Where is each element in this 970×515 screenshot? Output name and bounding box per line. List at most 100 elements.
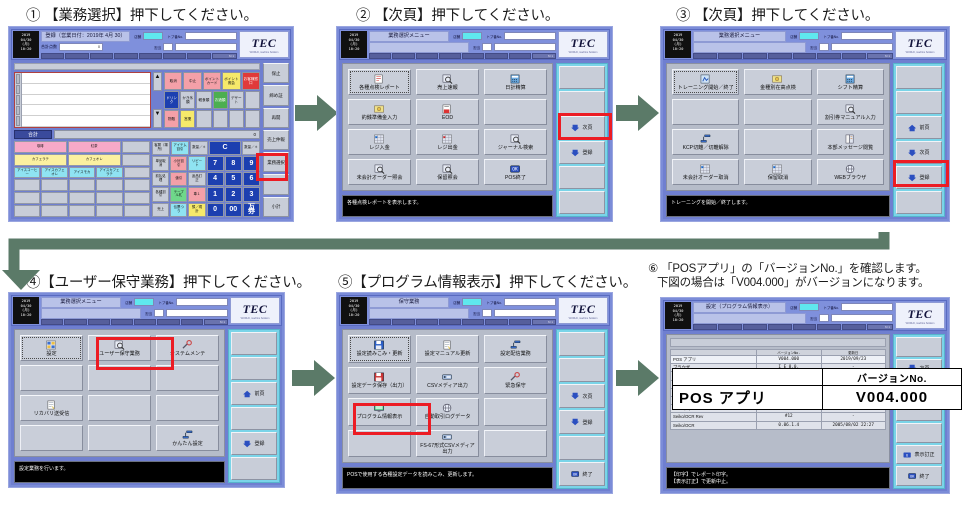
menu-key-10[interactable]: FS-67形式CSVメディア出力 — [416, 429, 479, 457]
keypad-key-数量／＊[interactable]: 数量／＊ — [190, 141, 208, 156]
register-menu-key[interactable]: カフェオレ — [67, 153, 121, 166]
side-key-登録[interactable]: 登録 — [559, 410, 605, 434]
tabstrip-1[interactable]: M 1 — [41, 53, 237, 59]
list-arrow-column[interactable]: ▲ ▼ — [153, 72, 162, 129]
menu-key-0[interactable]: 各種点検レポート — [348, 69, 411, 95]
category-key-7[interactable]: 営業 — [180, 110, 196, 128]
keypad-key-0[interactable]: 0 — [206, 202, 224, 218]
menu-key-6[interactable]: KCP切離／切離解除 — [672, 129, 740, 155]
register-fkey-2[interactable]: ポイントカード — [202, 72, 222, 90]
menu-key-8[interactable]: 本部メッセージ閲覧 — [816, 129, 884, 155]
side-key-登録[interactable]: 登録 — [896, 166, 942, 189]
keypad-key-4[interactable]: 4 — [206, 171, 224, 187]
menu-key-8[interactable]: ジャーナル検索 — [484, 129, 547, 155]
keypad-key-9[interactable]: 9 — [242, 156, 261, 171]
side-key-次頁[interactable]: 次頁 — [559, 384, 605, 408]
side-key-次頁[interactable]: 次頁 — [896, 141, 942, 164]
register-item-list[interactable] — [14, 72, 151, 128]
keypad-key-前払処理[interactable]: 前払処理 — [152, 171, 170, 187]
keypad-key-数量／＊[interactable]: 数量／＊ — [242, 141, 260, 156]
menu-grid-5[interactable]: 設定読みこみ・更新設定マニュアル更新設定配信業務設定データ保存（出力）CSVメデ… — [342, 329, 553, 463]
list-scrollbar[interactable] — [15, 73, 22, 127]
register-side-key-2[interactable]: 再開 — [263, 107, 289, 128]
tabstrip-3[interactable]: M 1 — [693, 53, 893, 59]
keypad-key-00[interactable]: 00 — [224, 202, 242, 218]
keypad-key-客層（場 所）[interactable]: 客層（場所） — [152, 141, 170, 156]
register-side-key-3[interactable]: 売上仲報 — [263, 129, 289, 151]
tabstrip-2[interactable]: M 1 — [369, 53, 556, 59]
menu-key-11[interactable]: かんたん設定 — [156, 425, 219, 451]
tabstrip-4[interactable]: M 1 — [41, 319, 228, 325]
scroll-up-icon[interactable]: ▲ — [153, 72, 162, 91]
menu-key-6[interactable]: プログラム情報表示 — [348, 398, 411, 426]
category-key-1[interactable]: かき氷類 — [180, 91, 196, 109]
menu-key-3[interactable]: 釣銭準備金入力 — [348, 99, 411, 125]
menu-key-1[interactable]: 売上速報 — [416, 69, 479, 95]
register-side-key-0[interactable]: 保止 — [263, 63, 289, 84]
keypad-key-8[interactable]: 8 — [224, 156, 242, 171]
register-menu-key[interactable]: アイスモカ — [68, 166, 96, 179]
menu-key-1[interactable]: 金種別在高点検 — [744, 69, 812, 95]
tabstrip-6[interactable]: M 1 — [693, 324, 893, 330]
register-menu-key[interactable]: アイスカフェラテ — [96, 166, 123, 179]
category-key-4[interactable]: デザート — [228, 91, 244, 109]
keypad-key-預／現計[interactable]: 預／現計 — [188, 202, 206, 218]
register-fkey-1[interactable]: 中止 — [183, 72, 202, 90]
menu-key-3[interactable]: 設定データ保存（出力） — [348, 366, 411, 394]
category-key-2[interactable]: 軽食類 — [196, 91, 212, 109]
keypad-key-返品訂正[interactable]: 返品訂正 — [188, 171, 206, 187]
keypad-key-7[interactable]: 7 — [206, 156, 224, 171]
side-key-前頁[interactable]: 前頁 — [231, 382, 277, 405]
menu-grid-4[interactable]: 設定ユーザー保守業務システムメンテリカバリ送受信かんたん設定 — [14, 329, 225, 457]
side-key-次頁[interactable]: 次頁 — [559, 116, 605, 139]
register-side-key-6[interactable]: 小計 — [263, 196, 289, 217]
menu-key-11[interactable]: WEBブラウザ — [816, 159, 884, 185]
menu-key-1[interactable]: ユーザー保守業務 — [88, 335, 151, 361]
keypad-key-万券[interactable]: 万券 — [242, 202, 261, 218]
register-menu-key[interactable]: アイスカフェオレ — [41, 166, 68, 179]
keypad-key-車１[interactable]: 車１ — [188, 187, 206, 202]
register-fkey-0[interactable]: 取消 — [164, 72, 183, 90]
register-menu-key[interactable]: カフェラテ — [14, 153, 67, 166]
keypad-key-アイテム 割引[interactable]: アイテム割引 — [171, 141, 189, 156]
keypad-key-C[interactable]: C — [209, 141, 241, 156]
category-key-3[interactable]: お酒類 — [212, 91, 228, 109]
menu-key-4[interactable]: EOD — [416, 99, 479, 125]
keypad-key-各種割引[interactable]: 各種割引 — [152, 187, 170, 202]
register-side-key-4[interactable]: 業務選択 — [263, 152, 289, 173]
keypad-key-1[interactable]: 1 — [206, 187, 224, 202]
menu-key-9[interactable]: 未会計オーダー取消 — [672, 159, 740, 185]
side-keys-6[interactable]: 次頁印字U表示訂正OK終了 — [893, 334, 945, 489]
menu-key-0[interactable]: 設定読みこみ・更新 — [348, 335, 411, 363]
register-side-key-1[interactable]: 締め証 — [263, 85, 289, 106]
keypad-key-3[interactable]: 3 — [242, 187, 261, 202]
register-menu-key[interactable]: アイスコーヒー — [14, 166, 41, 179]
menu-key-1[interactable]: 設定マニュアル更新 — [416, 335, 479, 363]
menu-key-2[interactable]: システムメンテ — [156, 335, 219, 361]
register-menu-key[interactable]: 紅茶 — [67, 141, 121, 153]
menu-key-6[interactable]: レジ入金 — [348, 129, 411, 155]
side-key-前頁[interactable]: 前頁 — [896, 116, 942, 139]
menu-key-10[interactable]: 保留照会 — [416, 159, 479, 185]
keypad-key-伝票つり[interactable]: 伝票つり — [170, 202, 188, 218]
register-menu-keys[interactable]: 珈琲紅茶カフェラテカフェオレアイスコーヒーアイスカフェオレアイスモカアイスカフェ… — [14, 141, 151, 217]
side-keys-4[interactable]: 前頁登録 — [228, 329, 280, 483]
register-menu-key[interactable]: 珈琲 — [14, 141, 67, 153]
side-key-登録[interactable]: 登録 — [559, 141, 605, 164]
menu-key-0[interactable]: トレーニング開始／終了 — [672, 69, 740, 95]
menu-key-2[interactable]: シフト精算 — [816, 69, 884, 95]
menu-key-7[interactable]: レジ出金 — [416, 129, 479, 155]
keypad-key-売上[interactable]: 売上 — [152, 202, 170, 218]
keypad-key-6[interactable]: 6 — [242, 171, 261, 187]
register-fkey-4[interactable]: お客様窓口 — [241, 72, 261, 90]
menu-key-9[interactable]: 未会計オーダー照会 — [348, 159, 411, 185]
side-key-登録[interactable]: 登録 — [231, 432, 277, 455]
keypad-key-テーブル 札[interactable]: テーブル札 — [170, 187, 188, 202]
